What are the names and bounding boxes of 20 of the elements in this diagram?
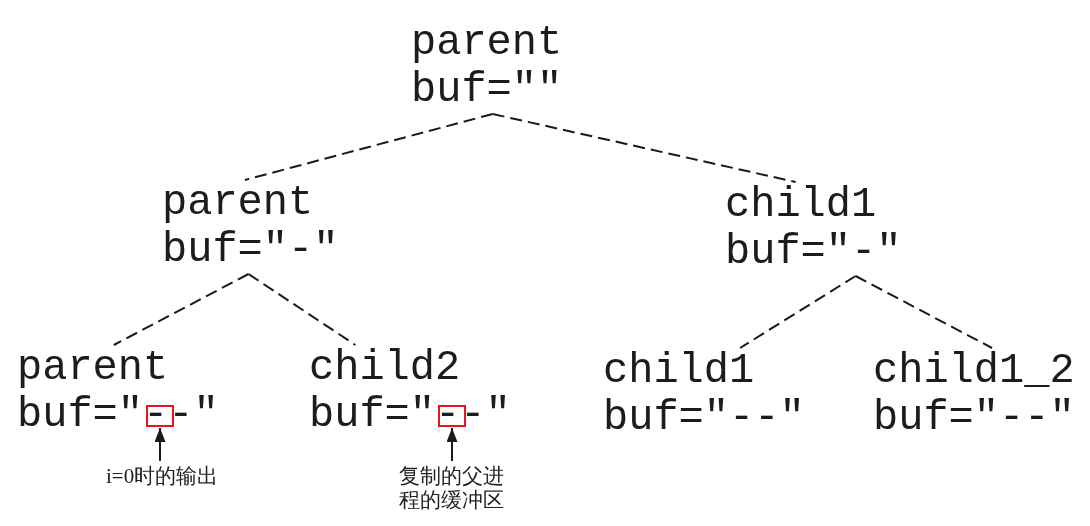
process-name: child1 xyxy=(725,182,877,229)
connector-line xyxy=(112,273,250,346)
buffer-value: buf="--" xyxy=(873,395,1075,442)
process-name: child2 xyxy=(309,345,461,392)
connector-line xyxy=(247,273,357,346)
buffer-value: buf="-" xyxy=(162,227,339,274)
process-name: parent xyxy=(162,180,314,227)
buffer-value: buf="-" xyxy=(725,229,902,276)
connector-line xyxy=(243,113,494,181)
process-name: parent xyxy=(411,20,563,67)
process-name: child1_2 xyxy=(873,348,1075,395)
connector-line xyxy=(491,113,797,183)
buffer-value: buf="" xyxy=(411,67,563,114)
annotation-text: 复制的父进程的缓冲区 xyxy=(394,464,508,512)
connector-line xyxy=(739,275,857,349)
buffer-value: buf="--" xyxy=(603,395,805,442)
process-name: parent xyxy=(17,345,169,392)
process-name: child1 xyxy=(603,348,755,395)
connector-line xyxy=(854,275,993,349)
annotation-text: i=0时的输出 xyxy=(106,464,219,488)
